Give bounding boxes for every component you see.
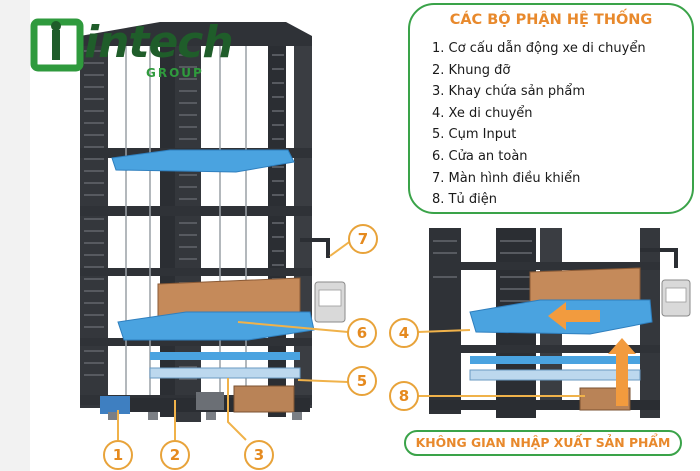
legend-item: 3. Khay chứa sản phẩm: [432, 84, 586, 100]
legend-list: 1. Cơ cấu dẫn động xe di chuyển 2. Khung…: [432, 38, 646, 211]
logo-wordmark: intech: [84, 17, 234, 68]
logo-subtext: GROUP: [146, 66, 204, 80]
legend-item: 6. Cửa an toàn: [432, 148, 528, 164]
callout-6: 6: [347, 318, 377, 348]
legend-item: 7. Màn hình điều khiển: [432, 170, 581, 186]
callout-2: 2: [160, 440, 190, 470]
callout-1: 1: [103, 440, 133, 470]
legend-item: 5. Cụm Input: [432, 127, 517, 143]
legend-item: 8. Tủ điện: [432, 192, 497, 208]
legend-item: 2. Khung đỡ: [432, 62, 511, 78]
legend-item: 1. Cơ cấu dẫn động xe di chuyển: [432, 41, 646, 56]
callout-4: 4: [389, 318, 419, 348]
callout-8: 8: [389, 381, 419, 411]
io-space-label: KHÔNG GIAN NHẬP XUẤT SẢN PHẨM: [404, 430, 682, 456]
legend-title: CÁC BỘ PHẬN HỆ THỐNG: [449, 12, 653, 28]
components-legend: CÁC BỘ PHẬN HỆ THỐNG 1. Cơ cấu dẫn động …: [408, 3, 694, 214]
intech-logo: intech GROUP: [28, 14, 234, 84]
background-panel: [0, 0, 30, 471]
main-tower: [80, 22, 346, 422]
detail-view: [429, 228, 691, 418]
callout-5: 5: [347, 366, 377, 396]
callout-3: 3: [244, 440, 274, 470]
logo-mark: [30, 18, 84, 72]
callout-7: 7: [348, 224, 378, 254]
legend-item: 4. Xe di chuyển: [432, 105, 533, 121]
